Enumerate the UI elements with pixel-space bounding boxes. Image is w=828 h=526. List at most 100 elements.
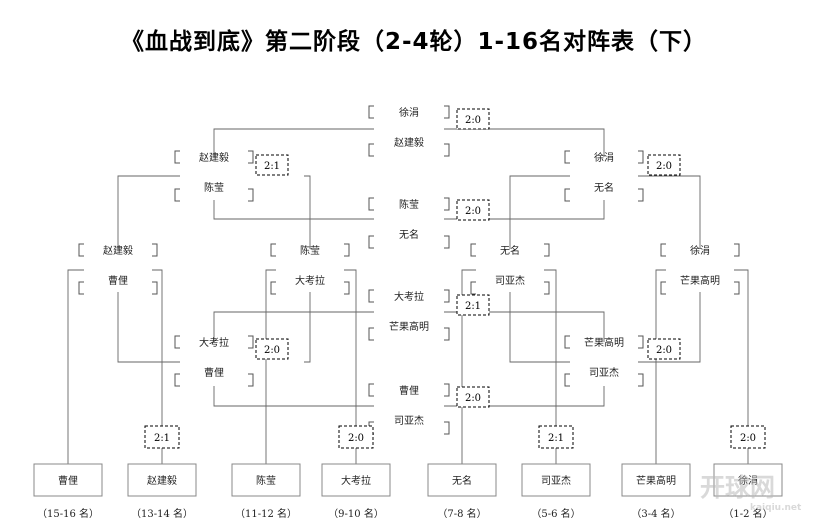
bracket-left-bottom [174, 373, 180, 387]
score-box: 2:0 [456, 386, 490, 408]
final-score-box: 2:0 [730, 425, 766, 449]
player-name: 大考拉 [199, 336, 229, 349]
bracket-left-top [564, 335, 570, 349]
score-text: 2:0 [465, 206, 481, 217]
bracket-right-top [444, 197, 450, 211]
rank-label: （7-8 名） [437, 507, 486, 520]
bracket-left-bottom [660, 281, 666, 295]
score-text: 2:1 [264, 161, 280, 172]
bracket-right-bottom [344, 281, 350, 295]
bracket-left-bottom [368, 143, 374, 157]
bracket-left-top [368, 289, 374, 303]
bracket-right-bottom [638, 373, 644, 387]
player-name: 芒果高明 [389, 320, 429, 333]
bracket-left-top [174, 150, 180, 164]
final-box [33, 463, 103, 497]
bracket-left-top [78, 243, 84, 257]
final-box [427, 463, 497, 497]
score-text: 2:0 [465, 115, 481, 126]
final-player-name: 赵建毅 [147, 474, 177, 487]
final-rank-slot: 司亚杰（5-6 名） [521, 463, 591, 520]
score-text: 2:0 [465, 393, 481, 404]
bracket-right-top [344, 243, 350, 257]
player-name: 陈莹 [204, 181, 224, 194]
bracket-left-top [174, 335, 180, 349]
bracket-right-top [638, 335, 644, 349]
rank-label: （15-16 名） [37, 507, 99, 520]
score-text: 2:0 [348, 433, 364, 444]
final-box [713, 463, 783, 497]
bracket-right-bottom [734, 281, 740, 295]
final-rank-slot: 赵建毅 （13-14 名） [127, 463, 197, 520]
player-name: 曹俚 [399, 384, 419, 397]
bracket-right-bottom [444, 143, 450, 157]
final-player-name: 芒果高明 [636, 474, 676, 487]
player-name: 司亚杰 [394, 415, 424, 427]
player-name: 赵建毅 [199, 151, 229, 164]
final-player-name: 无名 [452, 474, 472, 487]
score-text: 2:1 [465, 301, 481, 312]
final-player-name: 大考拉 [341, 474, 371, 487]
bracket-left-top [368, 105, 374, 119]
final-rank-slot: 徐涓（1-2 名） [713, 463, 783, 520]
score-text: 2:0 [656, 161, 672, 172]
final-rank-slot: 无名 （7-8 名） [427, 463, 497, 520]
player-name: 无名 [500, 244, 520, 257]
bracket-left-top [368, 197, 374, 211]
score-box: 2:1 [255, 154, 289, 176]
bracket-right-top [734, 243, 740, 257]
watermark: 开球网 kaiqiu.net [700, 473, 802, 513]
rank-label: （11-12 名） [235, 507, 297, 520]
score-text: 2:0 [264, 345, 280, 356]
player-name: 陈莹 [399, 198, 419, 211]
bracket-left-bottom [174, 188, 180, 202]
final-player-name: 陈莹 [256, 474, 276, 487]
bracket-right-bottom [444, 421, 450, 435]
bracket-left-top [270, 243, 276, 257]
bracket-right-bottom [444, 327, 450, 341]
bracket-right-bottom [638, 188, 644, 202]
final-score-box: 2:1 [144, 425, 180, 449]
score-box: 2:0 [456, 108, 490, 130]
player-name: 司亚杰 [495, 275, 525, 287]
bracket-left-bottom [564, 373, 570, 387]
final-player-name: 司亚杰 [541, 475, 571, 487]
player-name: 曹俚 [108, 274, 128, 287]
rank-label: （13-14 名） [131, 507, 193, 520]
bracket-left-bottom [78, 281, 84, 295]
player-name: 芒果高明 [584, 336, 624, 349]
bracket-left-bottom [368, 235, 374, 249]
score-box: 2:0 [647, 154, 681, 176]
bracket-right-bottom [248, 373, 254, 387]
bracket-right-bottom [544, 281, 550, 295]
final-player-name: 徐涓 [738, 474, 758, 487]
final-box [231, 463, 301, 497]
final-rank-slot: 芒果高明（3-4 名） [621, 463, 691, 520]
score-box: 2:0 [456, 199, 490, 221]
player-name: 赵建毅 [103, 244, 133, 257]
final-rank-slot: 曹俚 （15-16 名） [33, 463, 103, 520]
rank-label: （9-10 名） [328, 507, 384, 520]
final-box [127, 463, 197, 497]
final-score-box: 2:0 [338, 425, 374, 449]
connector-lines [67, 128, 749, 464]
bracket-right-top [152, 243, 158, 257]
watermark-url: kaiqiu.net [750, 503, 802, 513]
final-score-box: 2:1 [538, 425, 574, 449]
player-name: 司亚杰 [589, 367, 619, 379]
score-text: 2:0 [740, 433, 756, 444]
player-name: 大考拉 [394, 290, 424, 303]
bracket-left-bottom [470, 281, 476, 295]
final-rank-row: 曹俚 （15-16 名） 赵建毅 （13-14 名） 陈莹 （11-12 名） 大考拉 （9-… [33, 463, 783, 520]
final-player-name: 曹俚 [58, 474, 78, 487]
bracket-left-bottom [270, 281, 276, 295]
